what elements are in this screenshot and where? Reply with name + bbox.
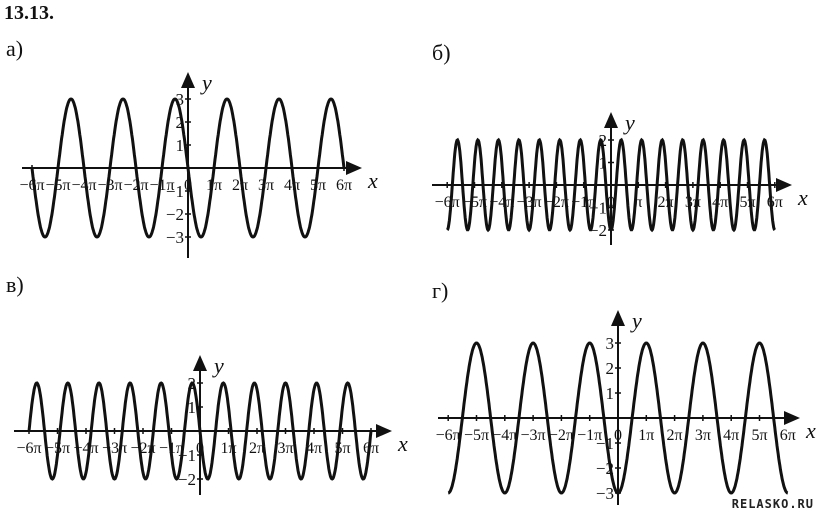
x-axis-arrow-icon: [776, 178, 792, 192]
x-tick-label: −3π: [521, 427, 546, 444]
x-tick-label: 3π: [695, 427, 711, 444]
y-tick-label: 1: [188, 398, 197, 417]
x-tick-label: −1π: [159, 440, 184, 457]
x-tick-label: 1π: [206, 177, 222, 194]
x-tick-label: 5π: [334, 440, 350, 457]
x-tick-label: −6π: [436, 427, 461, 444]
x-tick-label: 4π: [306, 440, 322, 457]
x-tick-label: −6π: [16, 440, 41, 457]
x-tick-label: π: [634, 194, 642, 211]
y-tick-label: 2: [176, 113, 185, 132]
x-axis-arrow-icon: [346, 161, 362, 175]
y-tick-label: 2: [606, 359, 615, 378]
y-tick-label: −1: [166, 182, 184, 201]
x-tick-label: 5π: [751, 427, 767, 444]
x-tick-label: 4π: [712, 194, 728, 211]
y-tick-label: 1: [606, 384, 615, 403]
x-tick-label: −3π: [97, 177, 122, 194]
panel-label-a: а): [6, 36, 24, 61]
y-axis-arrow-icon: [604, 112, 618, 128]
x-tick-label: −2π: [549, 427, 574, 444]
x-tick-label: −5π: [462, 194, 487, 211]
y-axis-arrow-icon: [181, 72, 195, 88]
y-tick-label: −2: [178, 470, 196, 489]
y-tick-label: −2: [596, 459, 614, 478]
x-tick-label: 1π: [220, 440, 236, 457]
x-tick-label: 5π: [739, 194, 755, 211]
x-tick-label: −3π: [102, 440, 127, 457]
x-axis-label: x: [367, 168, 378, 193]
x-tick-label: 2π: [232, 177, 248, 194]
y-tick-label: −1: [178, 446, 196, 465]
panel-label-b: б): [432, 40, 451, 65]
x-tick-label: −3π: [517, 194, 542, 211]
x-axis-label: x: [805, 418, 816, 443]
x-tick-label: 6π: [767, 194, 783, 211]
x-tick-label: −2π: [544, 194, 569, 211]
x-tick-label: 0: [614, 427, 622, 444]
x-tick-label: 4π: [284, 177, 300, 194]
y-axis-arrow-icon: [611, 310, 625, 326]
x-axis-label: x: [397, 431, 408, 456]
panel-label-v: в): [6, 272, 24, 297]
x-tick-label: −4π: [71, 177, 96, 194]
x-axis-label: x: [797, 185, 808, 210]
x-tick-label: 0: [184, 177, 192, 194]
y-tick-label: 3: [176, 90, 185, 109]
y-tick-label: −1: [596, 434, 614, 453]
y-tick-label: −2: [166, 205, 184, 224]
x-tick-label: 2π: [249, 440, 265, 457]
x-axis-arrow-icon: [376, 424, 392, 438]
x-tick-label: 0: [607, 194, 615, 211]
x-tick-label: −1π: [571, 194, 596, 211]
x-tick-label: −6π: [435, 194, 460, 211]
x-tick-label: −4π: [73, 440, 98, 457]
y-tick-label: 1: [599, 154, 608, 173]
x-tick-label: −4π: [492, 427, 517, 444]
x-tick-label: 6π: [363, 440, 379, 457]
y-axis-label: y: [200, 70, 212, 95]
y-tick-label: −1: [589, 199, 607, 218]
x-tick-label: −2π: [130, 440, 155, 457]
x-tick-label: 6π: [780, 427, 796, 444]
x-tick-label: −2π: [123, 177, 148, 194]
x-tick-label: 2π: [667, 427, 683, 444]
y-tick-label: 2: [188, 374, 197, 393]
y-tick-label: −2: [589, 221, 607, 240]
x-tick-label: −1π: [149, 177, 174, 194]
x-tick-label: −5π: [45, 440, 70, 457]
y-tick-label: 1: [176, 136, 185, 155]
x-tick-label: 5π: [310, 177, 326, 194]
x-tick-label: −6π: [19, 177, 44, 194]
x-tick-label: −1π: [577, 427, 602, 444]
y-tick-label: 2: [599, 131, 608, 150]
x-tick-label: 3π: [258, 177, 274, 194]
y-axis-label: y: [623, 110, 635, 135]
y-axis-label: y: [212, 353, 224, 378]
y-axis-arrow-icon: [193, 355, 207, 371]
x-tick-label: 0: [196, 440, 204, 457]
x-tick-label: 2π: [658, 194, 674, 211]
y-axis-label: y: [630, 308, 642, 333]
x-tick-label: −5π: [464, 427, 489, 444]
y-tick-label: −3: [596, 484, 614, 503]
x-tick-label: −5π: [45, 177, 70, 194]
watermark: RELASKO.RU: [731, 497, 814, 511]
y-tick-label: 3: [606, 334, 615, 353]
exercise-number: 13.13.: [4, 2, 54, 24]
x-tick-label: 1π: [638, 427, 654, 444]
x-axis-arrow-icon: [784, 411, 800, 425]
x-tick-label: 6π: [336, 177, 352, 194]
x-tick-label: 3π: [277, 440, 293, 457]
panel-label-g: г): [432, 278, 449, 303]
x-tick-label: 3π: [685, 194, 701, 211]
x-tick-label: −4π: [489, 194, 514, 211]
x-tick-label: 4π: [723, 427, 739, 444]
y-tick-label: −3: [166, 228, 184, 247]
